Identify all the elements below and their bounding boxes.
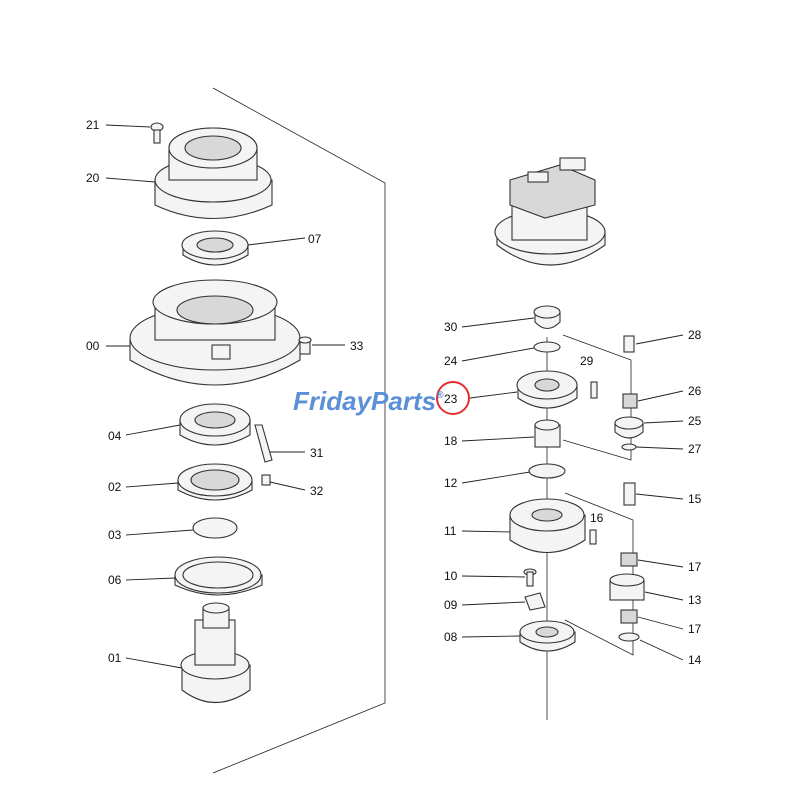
label-17-lower: 17 <box>688 622 702 636</box>
part-33-plug <box>298 336 312 355</box>
label-18: 18 <box>444 434 458 448</box>
pin-subframe-line <box>562 334 632 461</box>
label-21: 21 <box>86 118 100 132</box>
part-20-housing <box>154 127 273 220</box>
part-24-washer <box>533 341 561 353</box>
part-07-bearing <box>181 230 249 266</box>
label-33: 33 <box>350 339 364 353</box>
label-06: 06 <box>108 573 122 587</box>
part-14-washer <box>618 632 640 642</box>
part-06-ring <box>174 556 263 596</box>
label-13: 13 <box>688 593 702 607</box>
watermark-logo: FridayParts® <box>293 386 444 416</box>
part-17-bearing-upper <box>620 552 638 567</box>
label-24: 24 <box>444 354 458 368</box>
part-25-gear <box>614 416 644 439</box>
watermark-registered: ® <box>436 390 444 401</box>
label-09: 09 <box>444 598 458 612</box>
part-29-pin <box>590 381 598 399</box>
label-29: 29 <box>580 354 594 368</box>
label-02: 02 <box>108 480 122 494</box>
part-11-carrier <box>509 498 586 554</box>
label-23: 23 <box>444 392 458 406</box>
part-12-washer <box>528 463 566 479</box>
label-01: 01 <box>108 651 122 665</box>
label-15: 15 <box>688 492 702 506</box>
assembly-boundary-line <box>212 87 386 774</box>
label-32: 32 <box>310 484 324 498</box>
assembled-swing-motor <box>494 157 606 266</box>
part-28-pin <box>623 335 635 353</box>
label-31: 31 <box>310 446 324 460</box>
label-30: 30 <box>444 320 458 334</box>
label-27: 27 <box>688 442 702 456</box>
part-04-bearing <box>179 403 251 446</box>
part-15-pin <box>623 482 636 506</box>
part-13-gear <box>609 573 645 601</box>
part-21-bolt <box>150 122 164 144</box>
label-00: 00 <box>86 339 100 353</box>
part-18-gear <box>534 419 561 448</box>
part-27-washer <box>621 443 637 451</box>
label-16: 16 <box>590 511 604 525</box>
label-11: 11 <box>444 524 457 538</box>
part-08-ring <box>519 620 576 652</box>
label-17-upper: 17 <box>688 560 702 574</box>
label-28: 28 <box>688 328 702 342</box>
label-25: 25 <box>688 414 702 428</box>
part-30-gear <box>533 305 561 330</box>
watermark-parts: Parts <box>371 386 436 416</box>
label-07: 07 <box>308 232 322 246</box>
label-26: 26 <box>688 384 702 398</box>
part-00-main-housing <box>129 279 301 386</box>
part-01-shaft <box>180 602 251 703</box>
label-03: 03 <box>108 528 122 542</box>
highlight-circle-23 <box>436 381 470 415</box>
label-10: 10 <box>444 569 458 583</box>
label-12: 12 <box>444 476 458 490</box>
part-09-plate <box>524 592 546 611</box>
part-31-pipe <box>254 424 273 463</box>
part-16-pin <box>589 529 597 545</box>
part-32-plug <box>261 474 271 486</box>
watermark-friday: Friday <box>293 386 373 416</box>
label-04: 04 <box>108 429 122 443</box>
part-02-seal <box>177 463 253 501</box>
part-17-bearing-lower <box>620 609 638 624</box>
label-14: 14 <box>688 653 702 667</box>
part-26-bearing <box>622 393 638 409</box>
part-23-carrier <box>516 370 578 409</box>
label-08: 08 <box>444 630 458 644</box>
label-20: 20 <box>86 171 100 185</box>
part-03-oring <box>192 517 238 539</box>
part-10-bolt <box>523 568 537 587</box>
leader-lines <box>105 124 684 669</box>
